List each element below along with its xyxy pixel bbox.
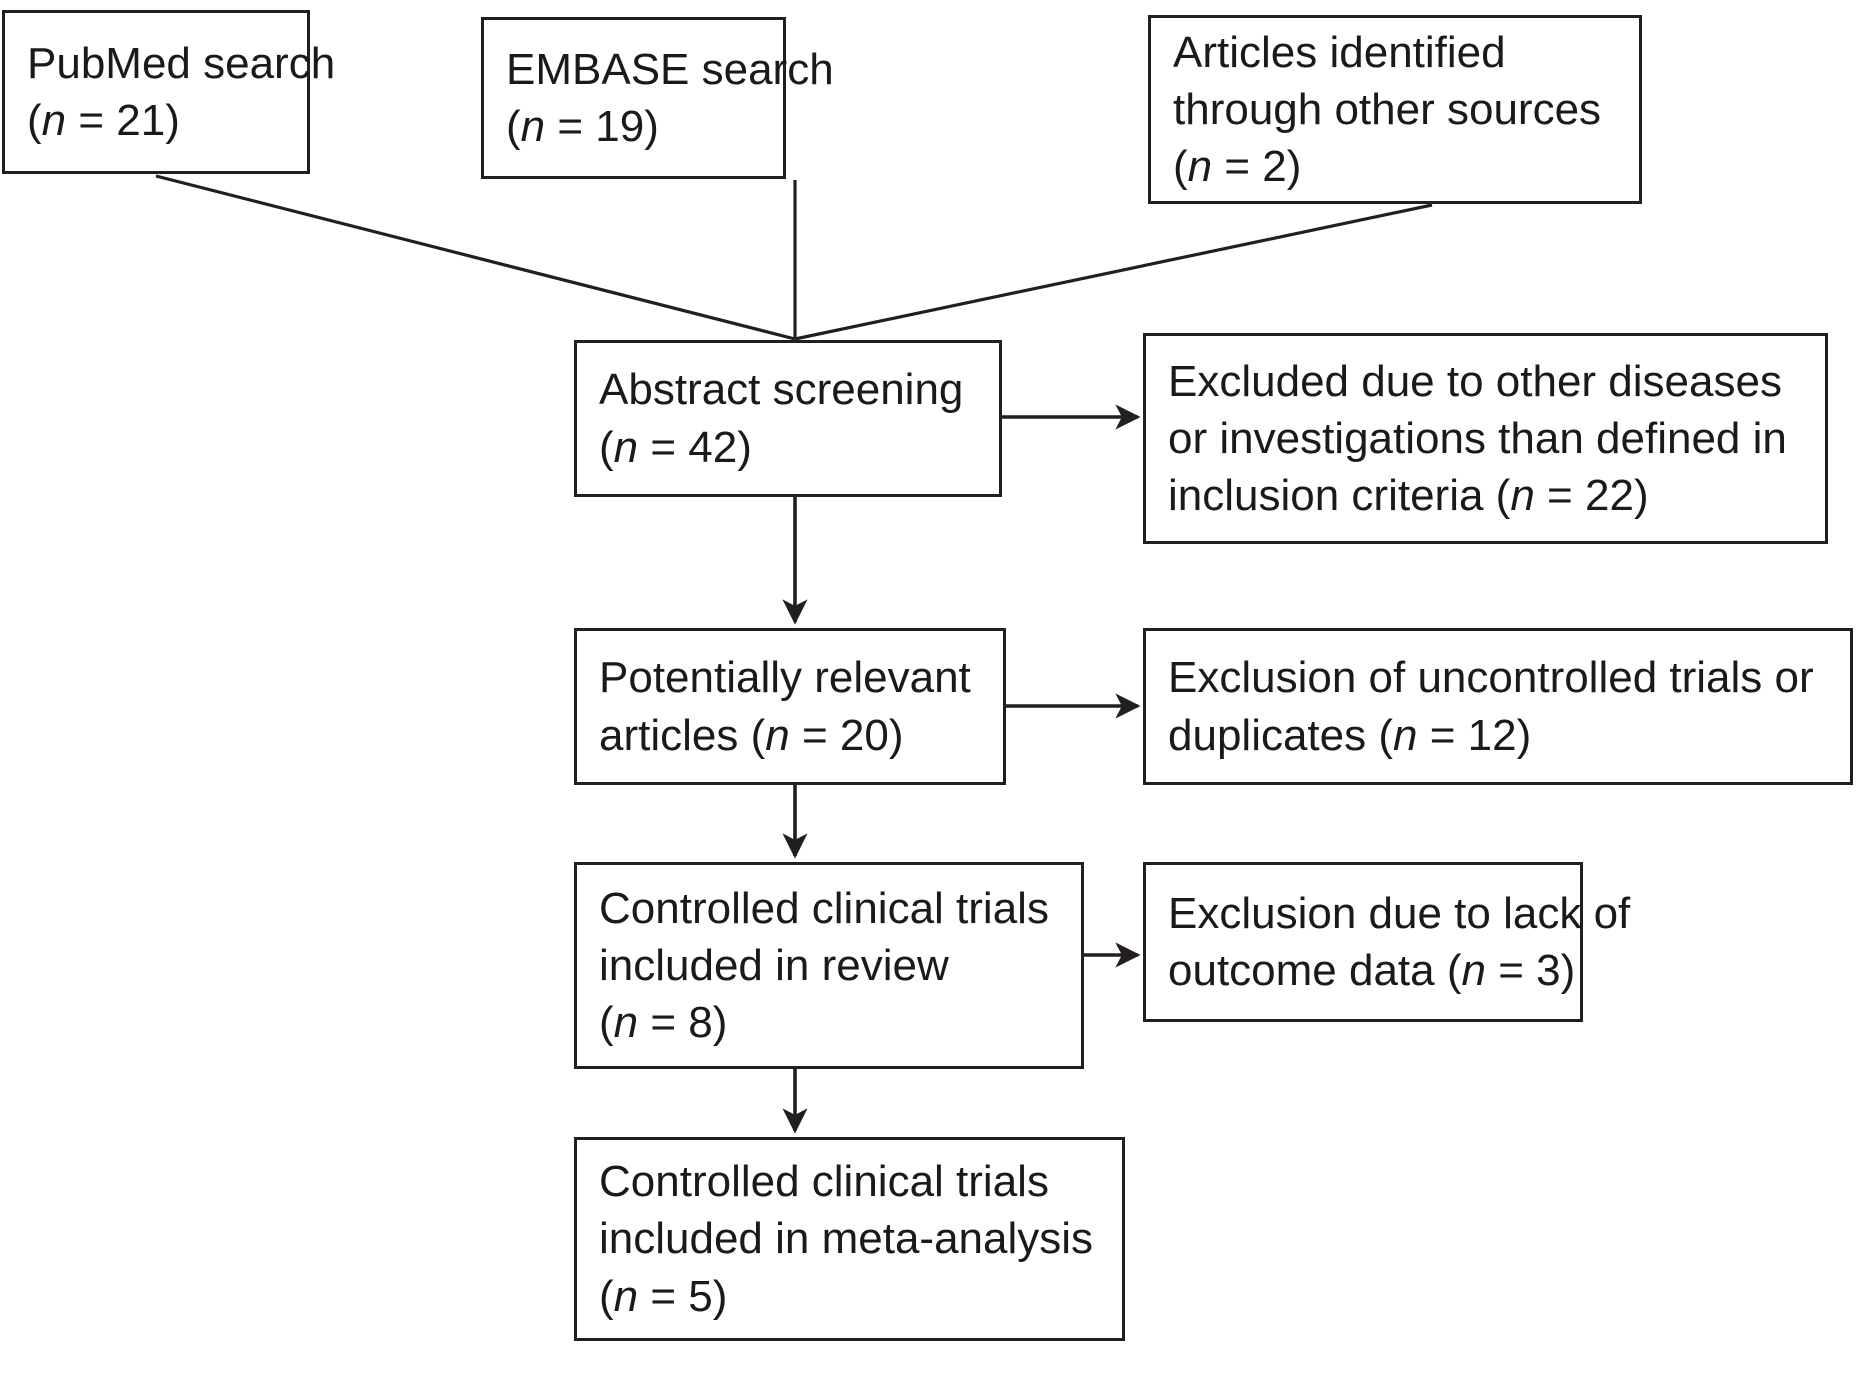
italic-n: n (613, 1271, 639, 1321)
italic-n: n (520, 102, 546, 151)
node-embase-search: EMBASE search (n = 19) (481, 17, 834, 179)
edge-pubmed-to-abstract (155, 174, 796, 341)
node-excluded-diseases-line2: or investigations than defined in (1168, 413, 1787, 463)
node-embase-count: (n = 19) (506, 102, 659, 151)
node-excluded-uncontrolled-line2: duplicates (n = 12) (1168, 710, 1532, 760)
italic-n: n (765, 710, 790, 760)
node-excluded-outcome-line1: Exclusion due to lack of (1168, 888, 1631, 938)
edge-other-to-abstract (794, 203, 1433, 341)
node-potentially-relevant: Potentially relevant articles (n = 20) (574, 628, 1006, 785)
italic-n: n (1510, 471, 1535, 521)
italic-n: n (613, 998, 639, 1048)
node-included-review-line2: included in review (599, 940, 949, 990)
node-excluded-uncontrolled-line1: Exclusion of uncontrolled trials or (1168, 653, 1814, 703)
italic-n: n (613, 422, 639, 472)
node-included-review-count: (n = 8) (599, 998, 728, 1048)
node-included-review: Controlled clinical trials included in r… (574, 862, 1084, 1069)
node-embase-line1: EMBASE search (506, 44, 834, 94)
node-included-meta: Controlled clinical trials included in m… (574, 1137, 1125, 1341)
node-included-meta-line2: included in meta-analysis (599, 1214, 1094, 1264)
node-excluded-diseases: Excluded due to other diseases or invest… (1143, 333, 1828, 544)
node-abstract-screening-count: (n = 42) (599, 422, 752, 472)
node-pubmed-line1: PubMed search (27, 38, 336, 88)
node-excluded-outcome: Exclusion due to lack of outcome data (n… (1143, 862, 1631, 1022)
node-included-review-line1: Controlled clinical trials (599, 883, 1049, 933)
node-potentially-relevant-line2: articles (n = 20) (599, 710, 904, 760)
node-other-sources-count: (n = 2) (1173, 142, 1302, 192)
node-other-sources-line2: through other sources (1173, 84, 1602, 134)
node-included-meta-line1: Controlled clinical trials (599, 1157, 1049, 1207)
node-abstract-screening: Abstract screening (n = 42) (574, 340, 1002, 497)
italic-n: n (1187, 142, 1213, 192)
node-abstract-screening-line1: Abstract screening (599, 365, 964, 415)
node-pubmed-count: (n = 21) (27, 96, 180, 145)
italic-n: n (1461, 946, 1486, 995)
node-excluded-diseases-line3: inclusion criteria (n = 22) (1168, 471, 1649, 521)
node-other-sources: Articles identified through other source… (1148, 15, 1642, 204)
node-excluded-uncontrolled: Exclusion of uncontrolled trials or dupl… (1143, 628, 1853, 785)
node-potentially-relevant-line1: Potentially relevant (599, 653, 971, 703)
node-pubmed-search: PubMed search (n = 21) (2, 10, 336, 174)
node-included-meta-count: (n = 5) (599, 1271, 728, 1321)
italic-n: n (41, 96, 67, 145)
node-excluded-outcome-line2: outcome data (n = 3) (1168, 946, 1576, 995)
node-other-sources-line1: Articles identified (1173, 27, 1506, 77)
node-excluded-diseases-line1: Excluded due to other diseases (1168, 356, 1782, 406)
italic-n: n (1393, 710, 1418, 760)
